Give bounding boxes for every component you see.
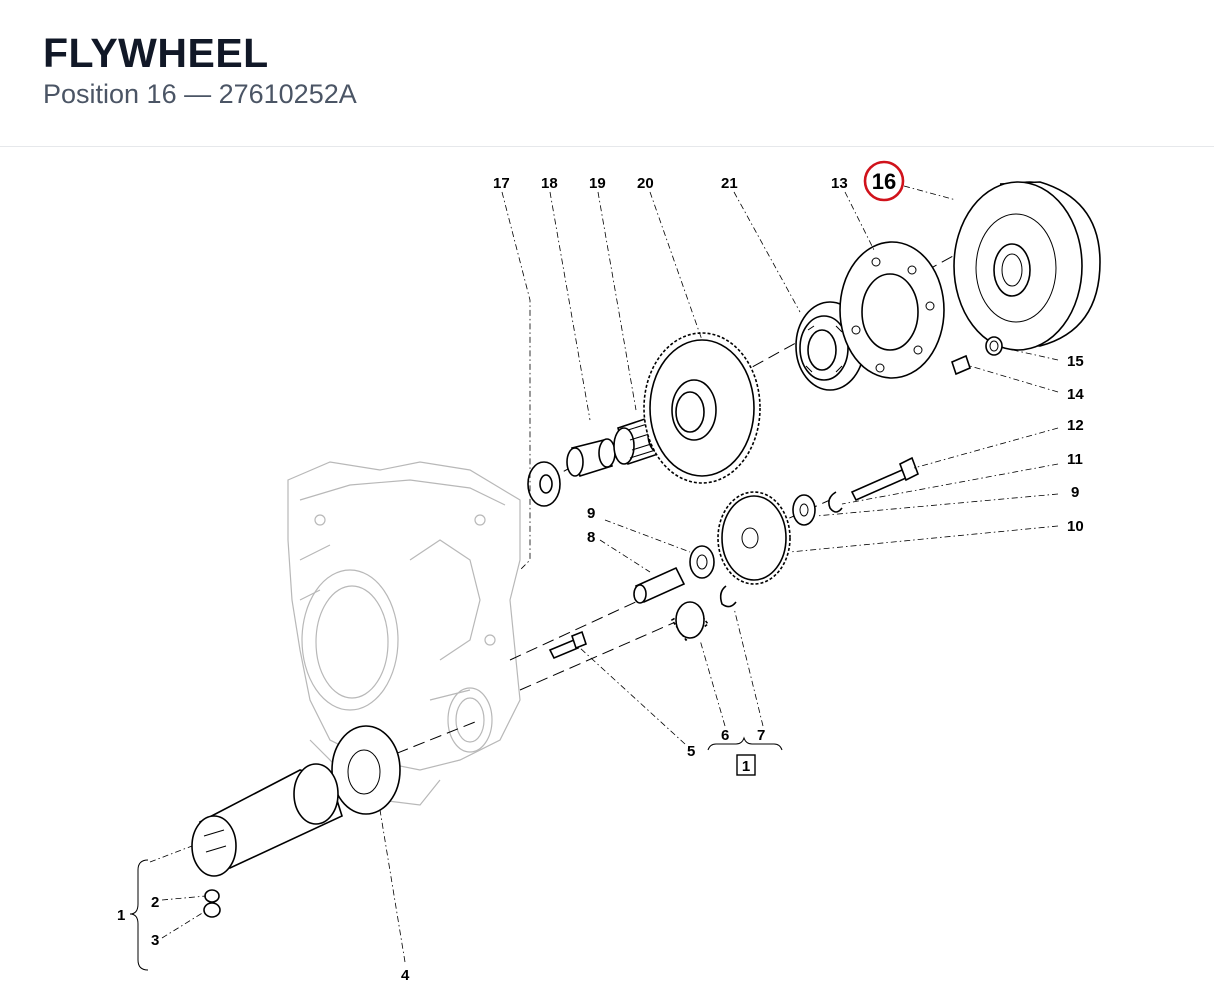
leader-lines	[149, 185, 1059, 963]
part-nut-3	[203, 902, 221, 918]
highlight-ring-16	[863, 160, 905, 202]
callout-labels: 17 18 19 20 21 13 16 15 14 12 11 9 10 9 …	[117, 169, 1084, 984]
part-bushing-18	[566, 438, 616, 478]
part-gasket-4	[331, 725, 401, 815]
group-bracket-6-7	[707, 736, 783, 776]
part-washer-2	[204, 889, 220, 903]
callout-1[interactable]: 1	[117, 907, 125, 924]
callout-14[interactable]: 14	[1067, 386, 1084, 403]
callout-15[interactable]: 15	[1067, 353, 1084, 370]
part-pin-14	[951, 354, 971, 376]
exploded-diagram: 17 18 19 20 21 13 16 15 14 12 11 9 10 9 …	[0, 148, 1214, 1001]
page-header: FLYWHEEL Position 16 — 27610252A	[0, 0, 1214, 147]
callout-18[interactable]: 18	[541, 175, 558, 192]
part-pinion-6	[670, 601, 710, 642]
callout-16[interactable]: 16	[872, 169, 896, 194]
callout-9-left[interactable]: 9	[587, 505, 595, 522]
callout-10[interactable]: 10	[1067, 518, 1084, 535]
callout-21[interactable]: 21	[721, 175, 738, 192]
callout-13[interactable]: 13	[831, 175, 848, 192]
callout-17[interactable]: 17	[493, 175, 510, 192]
part-washer-17	[527, 461, 561, 507]
callout-4[interactable]: 4	[401, 967, 410, 984]
part-plate-13	[839, 241, 945, 379]
part-screw-12	[850, 456, 920, 502]
callout-11[interactable]: 11	[1067, 451, 1083, 468]
part-washer-9-upper	[792, 494, 816, 526]
part-gear-20	[643, 332, 761, 484]
page-subtitle: Position 16 — 27610252A	[43, 79, 357, 109]
part-flywheel-16	[953, 181, 1101, 351]
part-bolt-5	[548, 630, 587, 660]
part-washer-9-lower	[689, 545, 715, 579]
callout-12[interactable]: 12	[1067, 417, 1084, 434]
part-circlip-11	[828, 491, 843, 513]
part-nut-15	[985, 336, 1003, 356]
part-starter-motor-1	[191, 763, 343, 877]
callout-9-right[interactable]: 9	[1071, 484, 1079, 501]
callout-5[interactable]: 5	[687, 743, 695, 760]
engine-case-ghost	[287, 461, 521, 806]
part-clip-7	[719, 585, 737, 608]
part-gear-10	[717, 491, 791, 585]
callout-19[interactable]: 19	[589, 175, 606, 192]
callout-8[interactable]: 8	[587, 529, 595, 546]
page-title: FLYWHEEL	[43, 30, 269, 76]
part-shaft-8	[633, 566, 686, 604]
callout-2[interactable]: 2	[151, 894, 159, 911]
group-bracket-1	[129, 859, 149, 971]
group-box-label: 1	[742, 758, 750, 775]
callout-7[interactable]: 7	[757, 727, 765, 744]
callout-20[interactable]: 20	[637, 175, 654, 192]
callout-3[interactable]: 3	[151, 932, 159, 949]
callout-6[interactable]: 6	[721, 727, 729, 744]
